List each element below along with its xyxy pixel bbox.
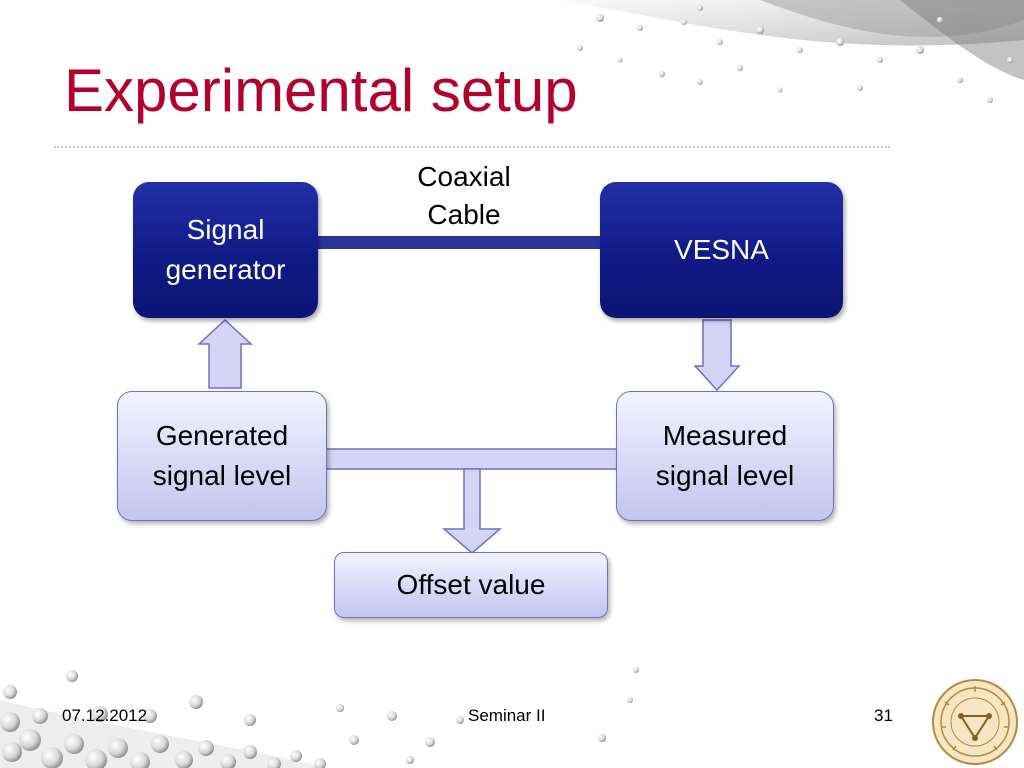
vesna-node: VESNA — [600, 182, 843, 318]
down-arrow-offset-icon — [441, 468, 503, 554]
coaxial-cable-label: Coaxial Cable — [417, 161, 511, 230]
slide-title: Experimental setup — [64, 57, 578, 124]
title-divider — [54, 146, 890, 148]
coaxial-cable-connector — [318, 236, 602, 249]
generated-signal-level-node: Generated signal level — [117, 391, 327, 521]
down-arrow-icon — [693, 319, 741, 392]
footer-page-number: 31 — [874, 706, 893, 725]
signal-generator-node: Signal generator — [133, 182, 318, 318]
up-arrow-icon — [197, 318, 253, 389]
footer-date: 07.12.2012 — [62, 706, 148, 725]
footer-title: Seminar II — [468, 706, 546, 725]
measured-signal-level-node: Measured signal level — [616, 391, 834, 521]
offset-value-node: Offset value — [334, 552, 608, 618]
